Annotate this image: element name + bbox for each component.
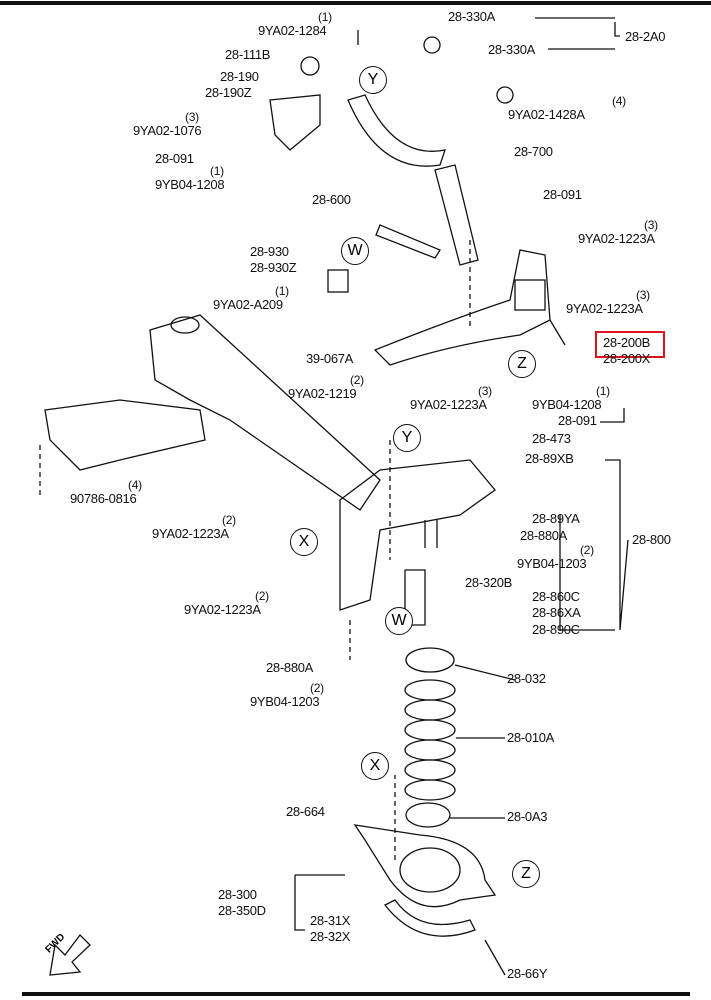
qty-label: (2)	[255, 589, 269, 603]
callout-x: X	[290, 528, 318, 556]
part-label-9yb04-1203[interactable]: 9YB04-1203	[250, 694, 320, 709]
part-label-9ya02-1223a[interactable]: 9YA02-1223A	[566, 301, 643, 316]
part-label-9ya02-1223a[interactable]: 9YA02-1223A	[410, 397, 487, 412]
part-label-28-31x[interactable]: 28-31X	[310, 913, 351, 928]
part-label-9ya02-a209[interactable]: 9YA02-A209	[213, 297, 283, 312]
part-label-9ya02-1223a[interactable]: 9YA02-1223A	[184, 602, 261, 617]
part-label-9yb04-1208[interactable]: 9YB04-1208	[532, 397, 602, 412]
part-label-28-860c[interactable]: 28-860C	[532, 589, 580, 604]
part-label-28-0a3[interactable]: 28-0A3	[507, 809, 548, 824]
part-label-28-320b[interactable]: 28-320B	[465, 575, 513, 590]
part-label-9ya02-1284[interactable]: 9YA02-1284	[258, 23, 327, 38]
part-label-28-664[interactable]: 28-664	[286, 804, 325, 819]
part-label-28-473[interactable]: 28-473	[532, 431, 571, 446]
part-label-28-2a0[interactable]: 28-2A0	[625, 29, 666, 44]
qty-label: (2)	[350, 373, 364, 387]
qty-label: (4)	[612, 94, 626, 108]
qty-label: (3)	[644, 218, 658, 232]
part-label-28-700[interactable]: 28-700	[514, 144, 553, 159]
part-label-28-111b[interactable]: 28-111B	[225, 47, 271, 62]
qty-label: (4)	[128, 478, 142, 492]
part-label-90786-0816[interactable]: 90786-0816	[70, 491, 137, 506]
qty-label: (2)	[222, 513, 236, 527]
part-label-28-300[interactable]: 28-300	[218, 887, 257, 902]
part-label-28-89ya[interactable]: 28-89YA	[532, 511, 580, 526]
callout-x: X	[361, 752, 389, 780]
qty-label: (1)	[318, 10, 332, 24]
part-label-28-930z[interactable]: 28-930Z	[250, 260, 297, 275]
part-label-28-091[interactable]: 28-091	[155, 151, 194, 166]
part-label-28-32x[interactable]: 28-32X	[310, 929, 351, 944]
part-label-28-800[interactable]: 28-800	[632, 532, 671, 547]
part-label-28-600[interactable]: 28-600	[312, 192, 351, 207]
part-label-9ya02-1223a[interactable]: 9YA02-1223A	[578, 231, 655, 246]
callout-y: Y	[359, 66, 387, 94]
callout-w: W	[341, 237, 369, 265]
qty-label: (3)	[478, 384, 492, 398]
qty-label: (3)	[185, 110, 199, 124]
part-label-28-032[interactable]: 28-032	[507, 671, 546, 686]
part-label-39-067a[interactable]: 39-067A	[306, 351, 354, 366]
highlight-box-28-200b	[595, 331, 665, 358]
part-label-9yb04-1203[interactable]: 9YB04-1203	[517, 556, 587, 571]
part-label-28-190z[interactable]: 28-190Z	[205, 85, 252, 100]
part-label-28-091[interactable]: 28-091	[543, 187, 582, 202]
part-label-28-200b[interactable]: 28-200B	[603, 335, 651, 350]
part-label-28-091[interactable]: 28-091	[558, 413, 597, 428]
part-label-9ya02-1223a[interactable]: 9YA02-1223A	[152, 526, 229, 541]
part-label-28-880a[interactable]: 28-880A	[266, 660, 314, 675]
part-label-28-190[interactable]: 28-190	[220, 69, 259, 84]
part-label-9ya02-1219[interactable]: 9YA02-1219	[288, 386, 357, 401]
callout-z: Z	[512, 860, 540, 888]
callout-y: Y	[393, 424, 421, 452]
part-label-28-66y[interactable]: 28-66Y	[507, 966, 548, 981]
part-label-9ya02-1428a[interactable]: 9YA02-1428A	[508, 107, 585, 122]
part-label-28-890c[interactable]: 28-890C	[532, 622, 580, 637]
qty-label: (1)	[275, 284, 289, 298]
part-label-28-880a[interactable]: 28-880A	[520, 528, 568, 543]
part-label-28-200x[interactable]: 28-200X	[603, 351, 651, 366]
part-label-9yb04-1208[interactable]: 9YB04-1208	[155, 177, 225, 192]
callout-w: W	[385, 607, 413, 635]
qty-label: (2)	[310, 681, 324, 695]
part-label-28-330a[interactable]: 28-330A	[488, 42, 536, 57]
qty-label: (1)	[596, 384, 610, 398]
qty-label: (2)	[580, 543, 594, 557]
part-label-28-350d[interactable]: 28-350D	[218, 903, 266, 918]
part-label-28-930[interactable]: 28-930	[250, 244, 289, 259]
part-label-9ya02-1076[interactable]: 9YA02-1076	[133, 123, 202, 138]
part-label-28-89xb[interactable]: 28-89XB	[525, 451, 574, 466]
part-label-28-330a[interactable]: 28-330A	[448, 9, 496, 24]
part-label-28-010a[interactable]: 28-010A	[507, 730, 555, 745]
callout-z: Z	[508, 350, 536, 378]
qty-label: (3)	[636, 288, 650, 302]
qty-label: (1)	[210, 164, 224, 178]
part-label-28-86xa[interactable]: 28-86XA	[532, 605, 581, 620]
